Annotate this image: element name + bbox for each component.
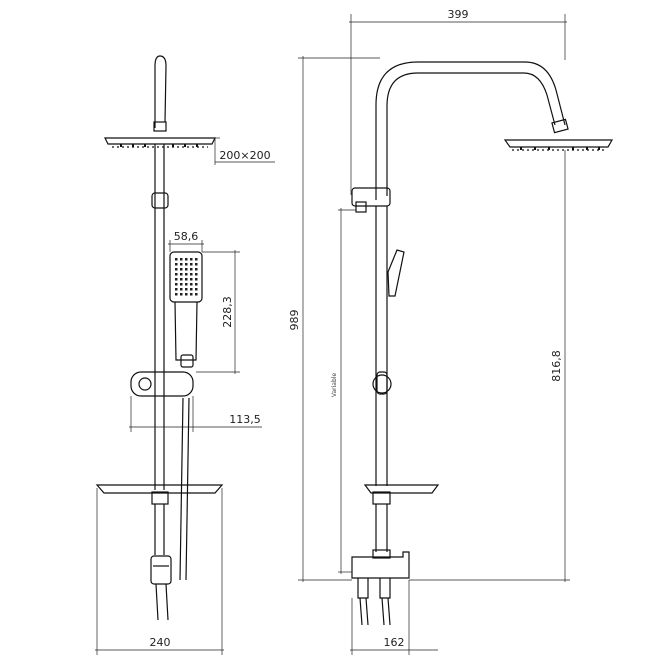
- side-inlets: [357, 578, 391, 599]
- nozzle-dot: [195, 283, 198, 286]
- label-variable: Variable: [331, 373, 338, 398]
- nozzle-dot: [185, 283, 188, 286]
- nozzle-dot: [175, 258, 178, 261]
- side-slide-knob: [372, 374, 392, 394]
- nozzle-dot: [190, 258, 193, 261]
- head-nozzles: [120, 144, 600, 150]
- front-soap-tray: [95, 484, 224, 494]
- side-head-shower: [503, 139, 614, 148]
- nozzle-dot: [195, 288, 198, 291]
- side-dimensions: [298, 14, 570, 655]
- nozzle-dot: [195, 258, 198, 261]
- dim-total-height: 989: [288, 310, 301, 331]
- dim-total-width: 399: [448, 8, 469, 21]
- nozzle-dot: [175, 263, 178, 266]
- front-shower-arm: [154, 55, 167, 128]
- dim-hand-width: 58,6: [174, 230, 199, 243]
- dim-head-height: 816,8: [550, 350, 563, 382]
- nozzle-dot: [185, 278, 188, 281]
- nozzle-dot: [180, 278, 183, 281]
- nozzle-dot: [175, 293, 178, 296]
- nozzle-dot: [195, 268, 198, 271]
- dim-tray-width: 240: [150, 636, 171, 649]
- front-view: [95, 55, 224, 621]
- side-arm-inner: [386, 72, 556, 196]
- front-hand-holder-top: [180, 354, 194, 368]
- nozzle-dot: [175, 283, 178, 286]
- side-upper-clamp: [351, 187, 391, 207]
- front-hand-shower-handle: [174, 301, 198, 361]
- nozzle-dot: [190, 293, 193, 296]
- nozzle-dot: [190, 268, 193, 271]
- side-soap-tray: [363, 484, 440, 494]
- side-tray-clamp: [372, 491, 391, 505]
- front-slide-knob: [138, 377, 152, 391]
- dim-mixer-width: 162: [384, 636, 405, 649]
- dim-hand-length: 228,3: [221, 296, 234, 328]
- nozzle-dot: [180, 268, 183, 271]
- nozzle-dot: [195, 293, 198, 296]
- front-upper-clamp: [151, 192, 169, 209]
- nozzle-dot: [190, 288, 193, 291]
- side-hand-shower: [387, 249, 405, 297]
- nozzle-dot: [175, 268, 178, 271]
- front-dimensions: [95, 137, 275, 655]
- nozzle-dot: [175, 278, 178, 281]
- nozzle-dot: [180, 273, 183, 276]
- nozzle-dot: [185, 268, 188, 271]
- front-mixer: [150, 555, 172, 585]
- nozzle-dot: [185, 293, 188, 296]
- nozzle-dot: [185, 258, 188, 261]
- nozzle-dot: [185, 273, 188, 276]
- nozzle-dot: [180, 263, 183, 266]
- side-mixer: [351, 551, 410, 579]
- front-head-shower: [104, 137, 216, 145]
- hand-shower-nozzle-grid: [175, 258, 198, 296]
- dim-head-size: 200×200: [219, 149, 270, 162]
- side-view: [351, 61, 614, 626]
- side-arm-outer: [375, 61, 566, 200]
- nozzle-dot: [190, 273, 193, 276]
- nozzle-dot: [180, 258, 183, 261]
- front-hand-shower-head: [169, 251, 203, 303]
- nozzle-dot: [190, 263, 193, 266]
- nozzle-dot: [180, 283, 183, 286]
- nozzle-dot: [195, 278, 198, 281]
- nozzle-dot: [190, 283, 193, 286]
- nozzle-dot: [185, 263, 188, 266]
- dim-holder-offset: 113,5: [229, 413, 261, 426]
- nozzle-dot: [175, 273, 178, 276]
- nozzle-dot: [195, 263, 198, 266]
- nozzle-dot: [180, 288, 183, 291]
- front-arm-connector: [153, 121, 167, 132]
- nozzle-dot: [190, 278, 193, 281]
- nozzle-dot: [175, 288, 178, 291]
- front-slide-bar: [130, 371, 194, 397]
- front-hose: [179, 397, 184, 581]
- nozzle-dot: [195, 273, 198, 276]
- side-arm-nut: [551, 118, 569, 134]
- front-lower-hose: [155, 583, 169, 621]
- nozzle-dot: [185, 288, 188, 291]
- front-tray-clamp: [151, 491, 169, 505]
- nozzle-dot: [180, 293, 183, 296]
